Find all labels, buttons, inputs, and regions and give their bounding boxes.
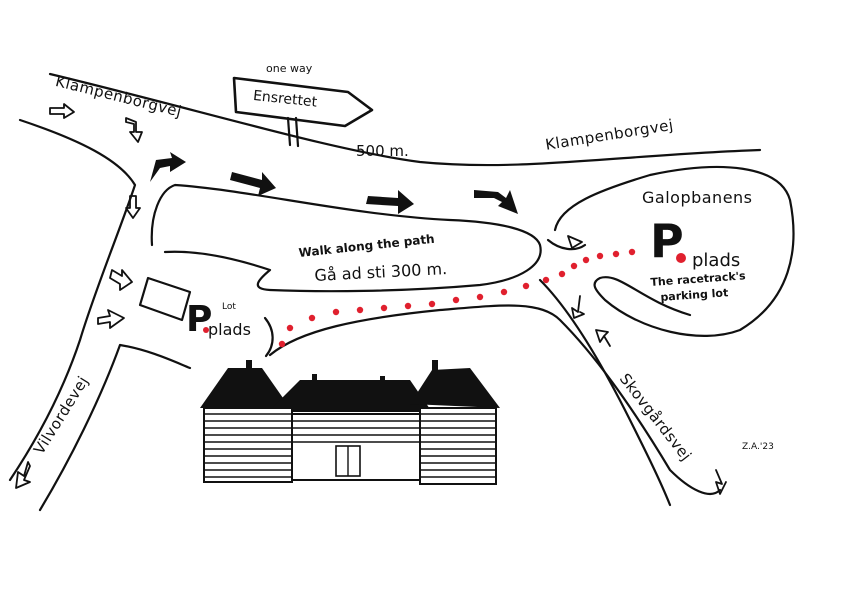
arrow-outline-icon [49,103,75,119]
road-edge-klampenborgvej-top [48,72,762,167]
arrow-icon [366,190,414,214]
path-dot [558,270,566,278]
path-dot [542,276,550,284]
arrow-outline-icon [571,295,585,319]
road-island [150,183,542,293]
path-dot [612,250,620,258]
path-dot [356,306,364,314]
road-edge-race-loop [553,166,795,337]
small-parking-box [138,276,192,322]
path-dot [308,314,316,322]
path-dot [404,302,412,310]
parking-dot [676,253,686,263]
arrow-outline-icon [15,461,31,489]
road-edge-path-bottom [268,304,722,495]
path-dot [286,324,294,332]
arrow-outline-icon [97,309,125,329]
outline-arrows [15,103,727,495]
arrow-icon [150,152,186,182]
path-dot [332,308,340,316]
race-parking-letter: P [650,214,684,268]
arrow-icon [230,172,276,196]
small-parking-bracket [263,316,274,358]
arrow-outline-icon [125,195,141,219]
path-dot [380,304,388,312]
building-illustration [200,360,500,485]
small-parking-suffix: plads [208,320,251,339]
one-way-sign [232,76,374,148]
path-dot [522,282,530,290]
direction-arrows [150,152,518,214]
road-edge-vilvordevej-right [38,343,192,512]
road-edge-race-inner [546,238,587,251]
arrow-outline-icon [715,469,727,495]
path-dot [476,293,484,301]
arrow-outline-icon [595,329,611,347]
arrow-icon [474,190,518,214]
small-parking-letter: P [186,299,213,340]
race-parking-suffix: plads [692,250,741,271]
one-way-caption: one way [266,62,313,75]
artist-signature: Z.A.'23 [742,442,774,452]
road-edge-klampenborgvej-left [8,118,137,482]
path-dot [596,252,604,260]
arrow-outline-icon [567,235,583,249]
arrow-outline-icon [125,117,143,143]
path-dot [428,300,436,308]
path-dot [570,262,578,270]
walking-path-dots [203,248,686,348]
path-dot [500,288,508,296]
race-parking-title: Galopbanens [642,188,753,207]
small-parking-english: Lot [222,302,236,312]
arrow-outline-icon [109,269,133,291]
path-dot [582,256,590,264]
path-dot [278,340,286,348]
path-dot [452,296,460,304]
parking-dot [203,327,209,333]
distance-label: 500 m. [356,142,409,160]
road-edge-skovgaardsvej-left [538,278,672,507]
path-dot [628,248,636,256]
